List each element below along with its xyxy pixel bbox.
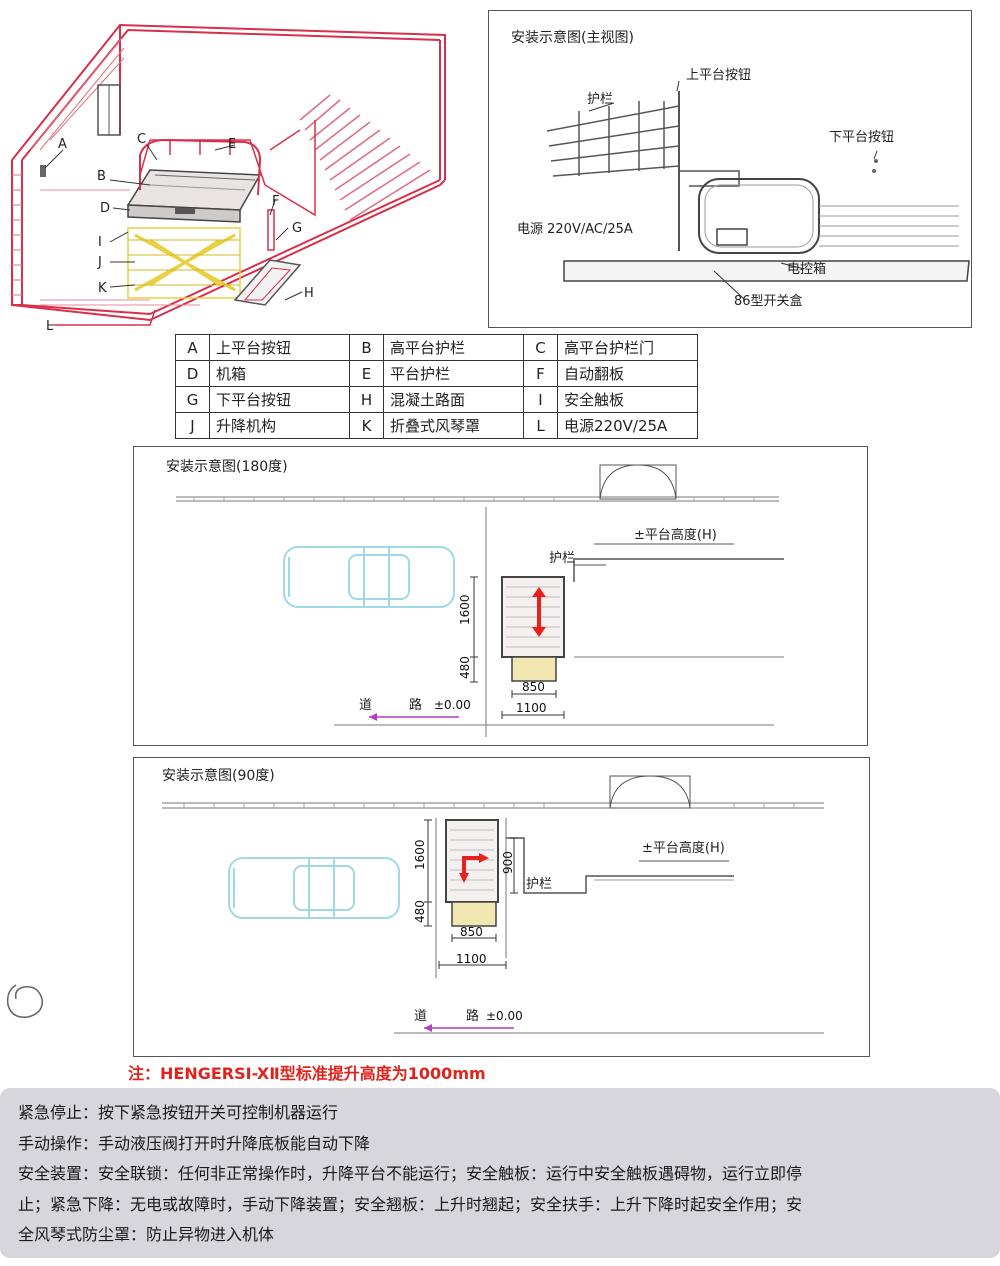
view-90-drawing: 1600 480 900 850 1100 护栏 ±平台高度(H) 道 路 ±0… <box>162 775 824 1034</box>
main-control-box-label: 电控箱 <box>787 261 826 277</box>
standard-height-note: 注：HENGERSI-XⅡ型标准提升高度为1000mm <box>128 1064 486 1083</box>
label-k: K <box>98 281 107 296</box>
isometric-illustration: A B C D E F G H I J K L <box>11 23 446 334</box>
legend-row: A 上平台按钮 B 高平台护栏 C 高平台护栏门 <box>175 334 698 361</box>
legend-value: 高平台护栏门 <box>557 334 698 361</box>
legend-key: E <box>349 360 384 387</box>
legend-value: 机箱 <box>209 360 350 387</box>
label-d: D <box>100 201 110 216</box>
dim-1600: 1600 <box>458 594 472 625</box>
features-panel: 紧急停止：按下紧急按钮开关可控制机器运行 手动操作：手动液压阀打开时升降底板能自… <box>0 1088 1000 1258</box>
zero-level-label: ±0.00 <box>434 698 471 712</box>
feature-safety-line-1: 安全装置：安全联锁：任何非正常操作时，升降平台不能运行；安全触板：运行中安全触板… <box>18 1164 803 1183</box>
label-h: H <box>304 286 314 301</box>
main-upper-button-label: 上平台按钮 <box>686 68 751 83</box>
main-lower-button-label: 下平台按钮 <box>829 130 894 145</box>
label-c: C <box>137 132 146 147</box>
road-label-1: 道 <box>359 698 372 713</box>
legend-row: D 机箱 E 平台护栏 F 自动翻板 <box>175 360 698 387</box>
legend-value: 混凝土路面 <box>383 386 524 413</box>
label-a: A <box>58 137 67 152</box>
legend-key: F <box>523 360 558 387</box>
dim-480: 480 <box>413 900 427 923</box>
label-g: G <box>292 221 302 236</box>
legend-key: I <box>523 386 558 413</box>
view-180-drawing: 1600 480 850 1100 护栏 ±平台高度(H) 道 路 ±0.00 <box>176 464 784 737</box>
feature-manual-operation: 手动操作：手动液压阀打开时升降底板能自动下降 <box>18 1133 371 1153</box>
dim-480: 480 <box>458 656 472 679</box>
main-view-drawing: 护栏 上平台按钮 下平台按钮 电源 220V/AC/25A 电控箱 86型开关盒 <box>517 68 970 309</box>
dim-850: 850 <box>522 680 545 694</box>
label-i: I <box>98 235 102 250</box>
legend-key: H <box>349 386 384 413</box>
legend-value: 电源220V/25A <box>557 412 698 439</box>
legend-value: 自动翻板 <box>557 360 698 387</box>
legend-value: 上平台按钮 <box>209 334 350 361</box>
legend-key: D <box>175 360 210 387</box>
railing-label: 护栏 <box>549 551 575 566</box>
label-l: L <box>46 319 54 334</box>
legend-value: 平台护栏 <box>383 360 524 387</box>
dim-850: 850 <box>460 925 483 939</box>
main-view-panel: 安装示意图(主视图) <box>488 10 972 328</box>
view-90-panel: 安装示意图(90度) <box>133 757 870 1057</box>
platform-height-label: ±平台高度(H) <box>642 840 725 856</box>
main-railing-label: 护栏 <box>587 92 613 107</box>
main-view-title: 安装示意图(主视图) <box>511 30 634 46</box>
legend-row: G 下平台按钮 H 混凝土路面 I 安全触板 <box>175 386 698 413</box>
label-e: E <box>228 137 236 152</box>
legend-value: 下平台按钮 <box>209 386 350 413</box>
legend-value: 高平台护栏 <box>383 334 524 361</box>
road-label-2: 路 <box>409 697 422 713</box>
legend-value: 升降机构 <box>209 412 350 439</box>
dim-1600: 1600 <box>413 839 427 870</box>
view-90-title: 安装示意图(90度) <box>162 768 275 784</box>
feature-safety-line-3: 全风琴式防尘罩：防止异物进入机体 <box>18 1225 275 1244</box>
feature-emergency-stop: 紧急停止：按下紧急按钮开关可控制机器运行 <box>18 1103 339 1122</box>
legend-key: C <box>523 334 558 361</box>
main-switch-box-label: 86型开关盒 <box>734 293 803 309</box>
dim-1100: 1100 <box>516 701 547 715</box>
view-180-panel: 安装示意图(180度) <box>133 446 868 746</box>
label-b: B <box>97 169 106 184</box>
zero-level-label: ±0.00 <box>486 1009 523 1023</box>
railing-label: 护栏 <box>526 877 552 892</box>
legend-row: J 升降机构 K 折叠式风琴罩 L 电源220V/25A <box>175 412 698 439</box>
view-180-title: 安装示意图(180度) <box>166 459 288 475</box>
road-label-2: 路 <box>466 1008 479 1024</box>
legend-key: L <box>523 412 558 439</box>
legend-value: 折叠式风琴罩 <box>383 412 524 439</box>
main-power-label: 电源 220V/AC/25A <box>517 222 633 237</box>
feature-safety-line-2: 止；紧急下降：无电或故障时，手动下降装置；安全翘板：上升时翘起；安全扶手：上升下… <box>18 1194 803 1214</box>
legend-key: K <box>349 412 384 439</box>
pen-scribble <box>6 984 43 1018</box>
dim-900: 900 <box>501 851 515 874</box>
legend-key: B <box>349 334 384 361</box>
label-j: J <box>97 255 102 270</box>
label-f: F <box>272 194 279 209</box>
legend-table: A 上平台按钮 B 高平台护栏 C 高平台护栏门 D 机箱 E 平台护栏 F 自… <box>175 334 698 439</box>
dim-1100: 1100 <box>456 952 487 966</box>
platform-height-label: ±平台高度(H) <box>634 527 717 543</box>
legend-value: 安全触板 <box>557 386 698 413</box>
legend-key: G <box>175 386 210 413</box>
road-label-1: 道 <box>414 1009 427 1024</box>
legend-key: J <box>175 412 210 439</box>
legend-key: A <box>175 334 210 361</box>
